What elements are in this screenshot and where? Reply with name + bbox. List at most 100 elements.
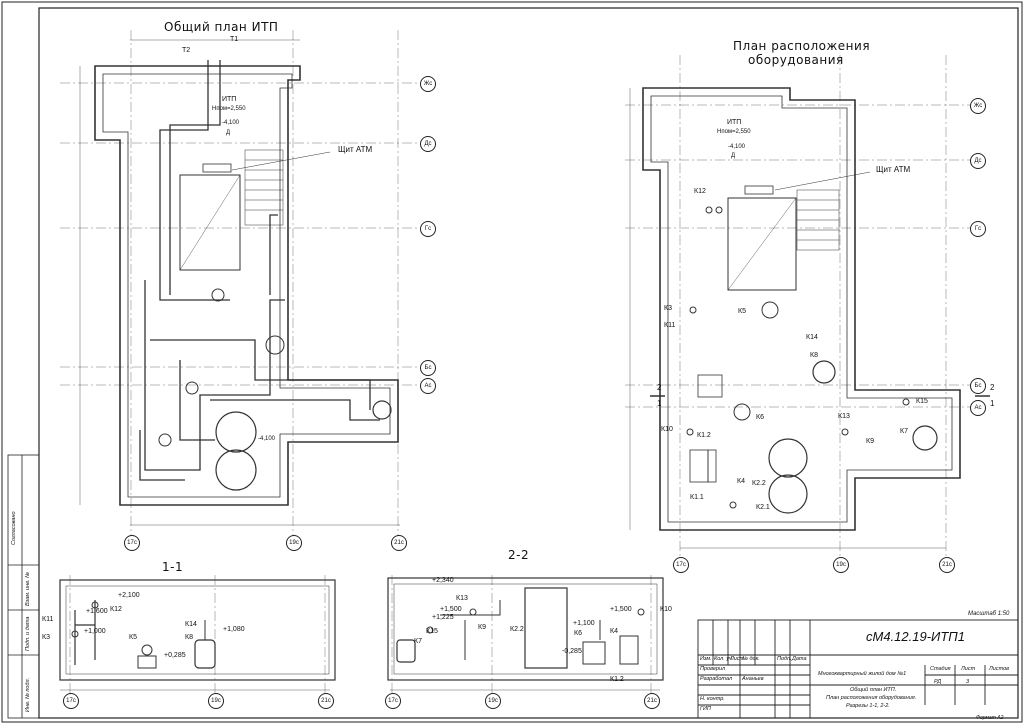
title-block-frame <box>697 619 1019 719</box>
equipment-tag: К5 <box>738 308 746 315</box>
tb-head-col: Кол. уч <box>714 656 732 662</box>
axis-marker: Жс <box>970 98 986 114</box>
equipment-tag: К9 <box>866 438 874 445</box>
equipment-tag: К10 <box>660 606 672 613</box>
elevation-mark: +1,600 <box>86 608 108 615</box>
axis-marker: Бс <box>420 360 436 376</box>
equipment-tag: К1.2 <box>697 432 711 439</box>
tb-developer: Ананьев <box>742 676 764 682</box>
axis-marker: Жс <box>420 76 436 92</box>
cut-marker-left-bottom: 1 <box>657 399 662 408</box>
axis-marker: 19с <box>485 693 501 709</box>
room-height-equip: Нпом=2,550 <box>717 129 751 135</box>
elevation-mark: +1,500 <box>440 606 462 613</box>
equipment-plan <box>625 55 990 560</box>
side-stamp-label: Подп. и дата <box>25 616 31 651</box>
panel-label-general: Щит АТМ <box>338 145 373 154</box>
cut-marker-right-bottom: 1 <box>990 399 995 408</box>
side-stamp-label: Инв. № подл. <box>25 677 31 712</box>
axis-marker: Ас <box>970 400 986 416</box>
tb-sheet-title: План расположения оборудования. <box>826 695 917 701</box>
tb-head-col: Лист <box>730 656 745 662</box>
equipment-tag: К10 <box>661 426 673 433</box>
equipment-tag: К3 <box>42 634 50 641</box>
tb-role: Н. контр. <box>700 696 725 702</box>
axis-marker: Дс <box>970 153 986 169</box>
axis-marker: 21с <box>644 693 660 709</box>
axis-marker: 21с <box>391 535 407 551</box>
section-2-2 <box>387 575 664 700</box>
pipe-t1-label: Т1 <box>230 36 239 43</box>
axis-marker: 17с <box>673 557 689 573</box>
equipment-tag: К14 <box>806 334 818 341</box>
elevation-mark: +1,080 <box>223 626 245 633</box>
axis-marker: 19с <box>286 535 302 551</box>
equipment-tag: К15 <box>916 398 928 405</box>
tb-stage-label: Стадия <box>930 666 951 672</box>
axis-marker: Ас <box>420 378 436 394</box>
tb-sheets-label: Листов <box>989 666 1010 672</box>
tank-level-general: -4,100 <box>258 436 276 442</box>
equipment-tag: К3 <box>664 305 672 312</box>
sheet-format: Формат А2 <box>976 715 1004 721</box>
tb-sheet-label: Лист <box>961 666 976 672</box>
room-name-general: ИТП <box>222 96 237 103</box>
axis-marker: Бс <box>970 378 986 394</box>
scale-note: Масштаб 1:50 <box>968 611 1010 617</box>
equipment-tag: К9 <box>478 624 486 631</box>
tb-sheet-title: Общий план ИТП. <box>850 687 897 693</box>
tb-head-col: Дата <box>792 656 807 662</box>
pipe-t2-label: Т2 <box>182 47 191 54</box>
elevation-mark: +1,100 <box>573 620 595 627</box>
side-stamp-label: Взам. инв. № <box>25 571 31 606</box>
room-name-equip: ИТП <box>727 119 742 126</box>
room-height-general: Нпом=2,550 <box>212 106 246 112</box>
equipment-tag: К8 <box>810 352 818 359</box>
cut-marker-right-top: 2 <box>990 383 995 392</box>
cut-marker-left-top: 2 <box>657 383 662 392</box>
equipment-plan-title-line1: План расположения <box>733 39 871 53</box>
equipment-tag: К1.1 <box>690 494 704 501</box>
equipment-tag: К7 <box>900 428 908 435</box>
equipment-tag: К15 <box>426 628 438 635</box>
equipment-tag: К2.2 <box>510 626 524 633</box>
room-level-letter-general: Д <box>226 130 231 136</box>
panel-label-equip: Щит АТМ <box>876 165 911 174</box>
equipment-plan-title-line2: оборудования <box>748 53 844 67</box>
tb-role: Разработал <box>700 676 733 682</box>
general-plan-title: Общий план ИТП <box>164 20 279 34</box>
axis-marker: Гс <box>420 221 436 237</box>
tb-sheet-number: 3 <box>966 679 970 685</box>
axis-marker: 17с <box>385 693 401 709</box>
axis-marker: 21с <box>318 693 334 709</box>
equipment-tag: К1.2 <box>610 676 624 683</box>
axis-marker: 19с <box>833 557 849 573</box>
side-stamp-frame <box>7 454 40 719</box>
equipment-tag: К4 <box>610 628 618 635</box>
axis-marker: 17с <box>124 535 140 551</box>
general-plan <box>60 30 420 535</box>
axis-marker: 21с <box>939 557 955 573</box>
tb-sheet-title: Разрезы 1-1, 2-2. <box>846 703 890 709</box>
equipment-tag: К8 <box>185 634 193 641</box>
equipment-tag: К6 <box>574 630 582 637</box>
tb-role: Проверил <box>700 666 726 672</box>
drawing-code: сМ4.12.19-ИТП1 <box>866 629 965 644</box>
equipment-tag: К12 <box>110 606 122 613</box>
elevation-mark: +1,500 <box>610 606 632 613</box>
equipment-tag: К14 <box>185 621 197 628</box>
room-level-letter-equip: Д <box>731 153 736 159</box>
room-level-general: -4,100 <box>222 120 240 126</box>
equipment-tag: К13 <box>838 413 850 420</box>
equipment-tag: К2.2 <box>752 480 766 487</box>
elevation-mark: +2,340 <box>432 577 454 584</box>
axis-marker: Гс <box>970 221 986 237</box>
side-stamp-label: Согласовано <box>11 511 17 545</box>
equipment-tag: К5 <box>129 634 137 641</box>
elevation-mark: +2,100 <box>118 592 140 599</box>
section-2-title: 2-2 <box>508 548 530 562</box>
equipment-tag: К2.1 <box>756 504 770 511</box>
tb-stage-value: РД <box>934 679 942 685</box>
equipment-tag: К12 <box>694 188 706 195</box>
equipment-tag: К6 <box>756 414 764 421</box>
